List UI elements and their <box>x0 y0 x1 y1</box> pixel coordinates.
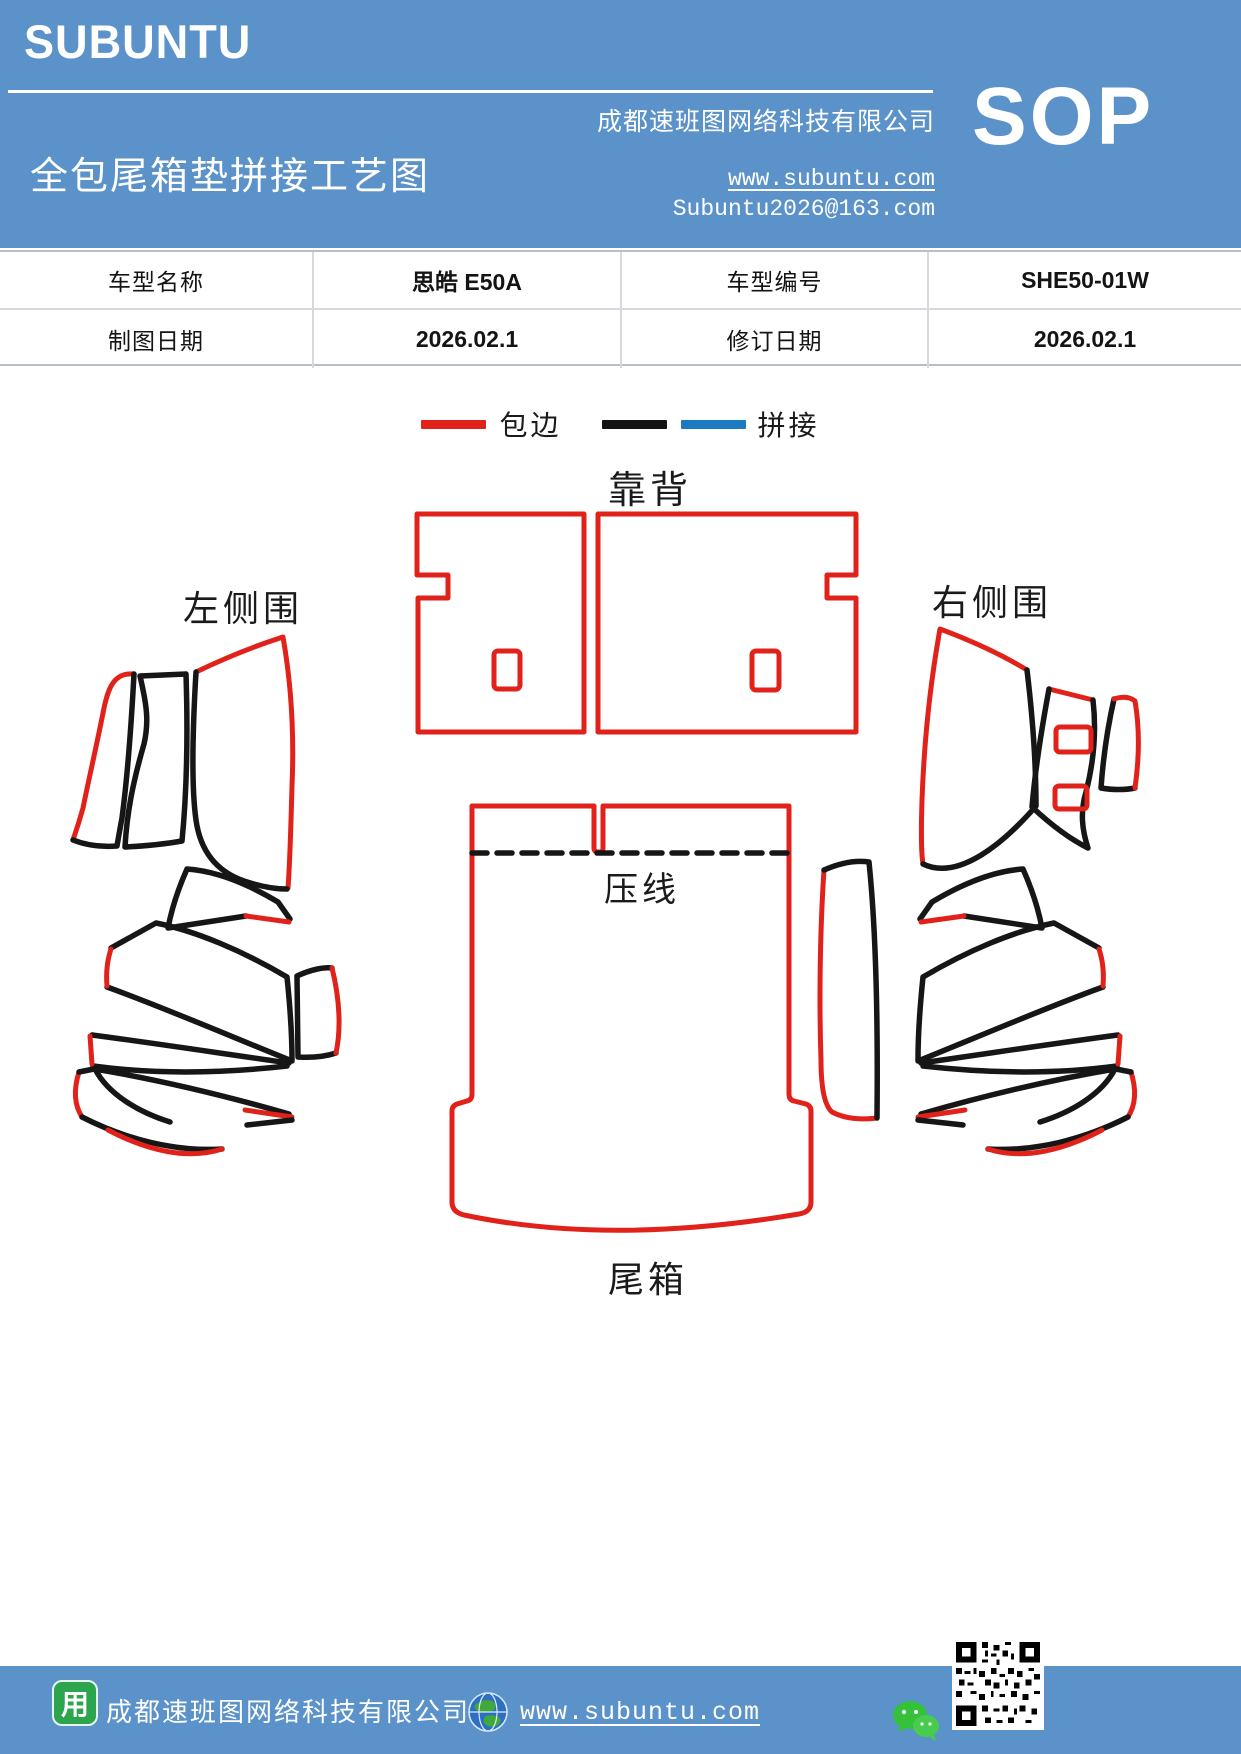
edge-wrap-swatch <box>421 419 487 429</box>
sop-label: SOP <box>972 71 1155 162</box>
table-cell-label: 车型编号 <box>622 252 929 310</box>
table-cell-label: 制图日期 <box>0 310 314 368</box>
left-side-label: 左侧围 <box>183 588 303 629</box>
globe-icon <box>468 1692 508 1732</box>
press-line-label: 压线 <box>604 871 680 909</box>
backrest-right-piece <box>595 511 859 735</box>
header-company-block: 成都速班图网络科技有限公司 <box>515 102 935 138</box>
footer-company-name: 成都速班图网络科技有限公司 <box>106 1698 471 1727</box>
header-divider <box>8 90 933 93</box>
edge-wrap-label: 包边 <box>499 410 562 441</box>
app-icon-glyph: 用 <box>60 1689 89 1720</box>
qr-code <box>952 1638 1044 1730</box>
page-title: 全包尾箱垫拼接工艺图 <box>30 156 431 198</box>
table-cell-value: 2026.02.1 <box>314 310 622 368</box>
backrest-left-piece <box>414 511 587 735</box>
legend: 包边 拼接 <box>0 402 1241 446</box>
trunk-label: 尾箱 <box>608 1259 688 1300</box>
wechat-icon <box>893 1701 939 1741</box>
app-store-icon: 用 <box>52 1680 98 1726</box>
table-cell-value: 2026.02.1 <box>1033 325 1137 352</box>
footer-website-link[interactable]: www.subuntu.com <box>520 1698 761 1727</box>
table-cell-label: 车型名称 <box>0 252 314 310</box>
website-link[interactable]: www.subuntu.com <box>727 166 935 192</box>
company-name: 成都速班图网络科技有限公司 <box>596 109 935 136</box>
backrest-label: 靠背 <box>608 470 692 512</box>
header: SUBUNTU 全包尾箱垫拼接工艺图 成都速班图网络科技有限公司 www.sub… <box>0 0 1241 248</box>
trunk-piece <box>449 803 814 1233</box>
spec-table: 车型名称 思皓 E50A 车型编号 SHE50-01W 制图日期 2026.02… <box>0 250 1241 368</box>
table-cell-value: 思皓 E50A <box>314 252 622 310</box>
table-cell-value: SHE50-01W <box>929 252 1241 310</box>
splice-label: 拼接 <box>757 410 820 441</box>
splice-black-swatch <box>601 419 667 429</box>
right-side-pieces <box>817 626 1141 1157</box>
right-side-label: 右侧围 <box>932 582 1052 623</box>
left-side-pieces <box>70 634 342 1157</box>
table-cell-label: 修订日期 <box>622 310 929 368</box>
email-address: Subuntu2026@163.com <box>672 196 935 222</box>
brand-logo: SUBUNTU <box>24 15 252 68</box>
splice-blue-swatch <box>680 419 746 429</box>
